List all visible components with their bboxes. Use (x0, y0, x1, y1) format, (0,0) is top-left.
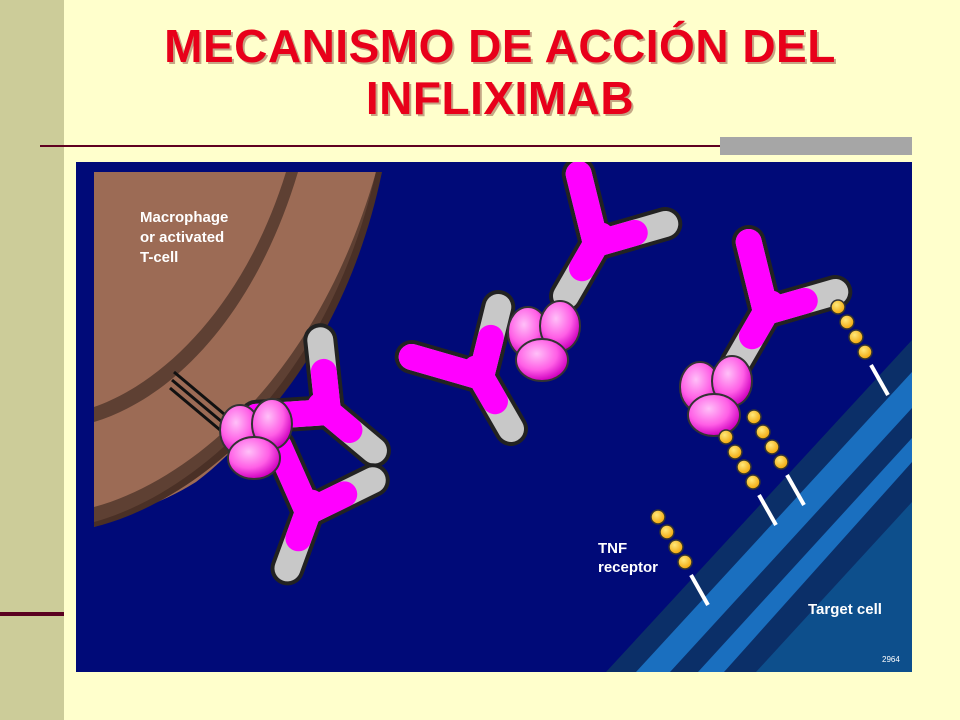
left-accent-line (0, 612, 64, 616)
macrophage-label: Macrophage or activated T-cell (140, 209, 233, 266)
slide-title: MECANISMO DE ACCIÓN DEL INFLIXIMAB (90, 20, 910, 124)
figure-code: 2964 (882, 655, 900, 664)
title-line-2: INFLIXIMAB (365, 72, 635, 124)
tnf-receptor-label: TNF receptor (598, 540, 658, 576)
target-cell-label: Target cell (808, 601, 882, 618)
title-divider (40, 145, 912, 147)
left-decorative-strip (0, 0, 64, 720)
mechanism-figure: Macrophage or activated T-cell TNF recep… (76, 162, 912, 672)
title-line-1: MECANISMO DE ACCIÓN DEL (164, 20, 836, 72)
title-gray-bar (720, 137, 912, 155)
macrophage-cell (94, 172, 382, 527)
